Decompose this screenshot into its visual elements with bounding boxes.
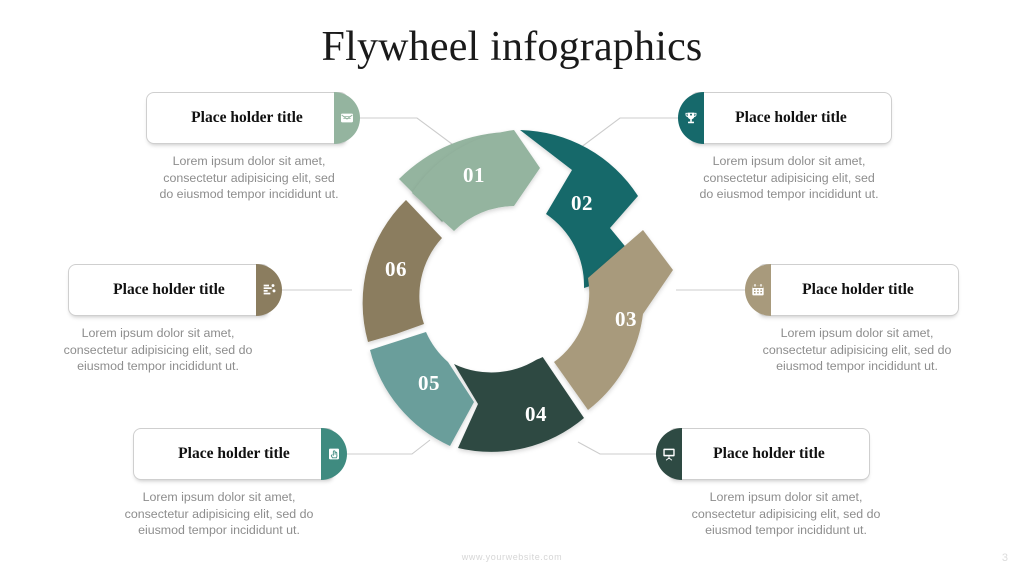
- callout-03-description: Lorem ipsum dolor sit amet, consectetur …: [762, 326, 952, 373]
- callout-05-card[interactable]: Place holder title: [133, 428, 347, 480]
- wheel-label-03: 03: [615, 307, 637, 331]
- callout-03[interactable]: Place holder title: [745, 264, 959, 375]
- callout-06-description: Lorem ipsum dolor sit amet, consectetur …: [63, 326, 253, 373]
- wheel-segment-02[interactable]: [520, 130, 640, 288]
- callout-06-card[interactable]: Place holder title: [68, 264, 282, 316]
- page-number: 3: [1001, 552, 1008, 564]
- wheel-label-02: 02: [571, 191, 593, 215]
- callout-06-title: Place holder title: [113, 281, 225, 298]
- trophy-icon: [685, 112, 697, 124]
- callout-02-card[interactable]: Place holder title: [678, 92, 892, 144]
- callout-04-description: Lorem ipsum dolor sit amet, consectetur …: [691, 490, 881, 537]
- callout-03-title: Place holder title: [802, 281, 914, 298]
- callout-04-badge[interactable]: [656, 428, 682, 480]
- hand-touch-icon: [329, 448, 339, 460]
- calendar-icon: [752, 284, 764, 296]
- wheel-segment-04[interactable]: [454, 356, 584, 452]
- callout-05-badge[interactable]: [321, 428, 347, 480]
- callout-02[interactable]: Place holder title Lorem ipsum dolor sit…: [678, 92, 892, 203]
- callout-05-title: Place holder title: [178, 445, 290, 462]
- callout-01-badge[interactable]: [334, 92, 360, 144]
- wheel-label-01: 01: [463, 163, 485, 187]
- wheel-segment-05[interactable]: [370, 332, 474, 446]
- wheel-label-05: 05: [418, 371, 440, 395]
- wheel-segment-03[interactable]: [554, 230, 673, 410]
- flywheel-chart: 01 02 03 04 05 06: [338, 118, 686, 466]
- callout-02-description: Lorem ipsum dolor sit amet, consectetur …: [699, 154, 879, 201]
- callout-04-title: Place holder title: [713, 445, 825, 462]
- callout-06-badge[interactable]: [256, 264, 282, 316]
- callout-05[interactable]: Place holder title Lorem ipsum dolor sit…: [125, 428, 347, 539]
- callout-03-card[interactable]: Place holder title: [745, 264, 959, 316]
- wheel-segment-01-band[interactable]: [412, 130, 540, 231]
- callout-02-badge[interactable]: [678, 92, 704, 144]
- callout-04-card[interactable]: Place holder title: [656, 428, 870, 480]
- callout-05-description: Lorem ipsum dolor sit amet, consectetur …: [124, 490, 314, 537]
- badge-disc: [256, 264, 282, 316]
- callout-01-description: Lorem ipsum dolor sit amet, consectetur …: [159, 154, 339, 201]
- footer-url: www.yourwebsite.com: [461, 552, 563, 562]
- callout-01-title: Place holder title: [191, 109, 303, 126]
- page-title: Flywheel infographics: [321, 24, 703, 70]
- chart-bars-icon: [263, 284, 276, 295]
- wheel-center-hole: [440, 220, 584, 364]
- callout-04[interactable]: Place holder title Lorem ipsum dolor sit…: [656, 428, 880, 539]
- presentation-icon: [663, 448, 675, 461]
- callout-02-title: Place holder title: [735, 109, 847, 126]
- callout-06[interactable]: Place holder title Lore: [64, 264, 282, 375]
- wheel-segment-06[interactable]: [362, 200, 442, 342]
- callout-01-card[interactable]: Place holder title: [146, 92, 360, 144]
- wheel-label-04: 04: [525, 402, 547, 426]
- callout-01[interactable]: Place holder title Lorem ipsum dolor sit…: [146, 92, 360, 203]
- wheel-label-06: 06: [385, 257, 407, 281]
- callout-03-badge[interactable]: [745, 264, 771, 316]
- mail-icon: [341, 113, 353, 123]
